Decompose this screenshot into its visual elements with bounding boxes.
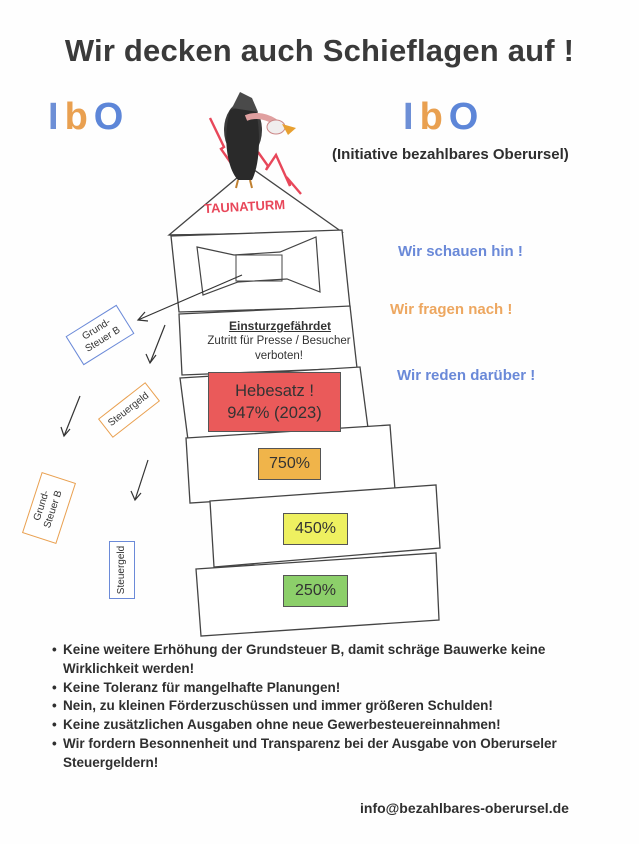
demand-item: Keine zusätzlichen Ausgaben ohne neue Ge… [52,716,612,735]
warning-title: Einsturzgefährdet [228,319,331,333]
headline: Wir decken auch Schieflagen auf ! [64,33,575,68]
contact-email: info@bezahlbares-oberursel.de [360,800,569,816]
demand-item: Keine Toleranz für mangelhafte Planungen… [52,679,612,698]
logo-letter-o: O [93,96,130,138]
slogan-3: Wir reden darüber ! [397,367,536,384]
tax-box-750: 750% [258,448,321,480]
falling-arrows [60,274,243,502]
logo-letter-b: b [64,96,94,138]
logo-letter-b: b [419,96,449,138]
warning-line-1: Zutritt für Presse / Besucher [207,335,351,347]
tax-box-250: 250% [283,575,348,607]
demand-item: Wir fordern Besonnenheit und Transparenz… [52,735,612,773]
logo-ibo-left: IbO [48,96,129,139]
slogan-1: Wir schauen hin ! [398,243,523,260]
warning-text: Zutritt für Presse / Besucher verboten! [176,334,382,364]
tax-box-450: 450% [283,513,348,545]
card-steuergeld-2: Steuergeld [109,541,135,599]
vulture-icon [224,92,296,189]
slogan-2: Wir fragen nach ! [390,301,513,318]
warning-line-2: verboten! [255,350,303,362]
tax-label: Hebesatz ! [235,382,314,400]
tax-value: 947% (2023) [227,404,322,422]
demands-list: Keine weitere Erhöhung der Grundsteuer B… [52,641,612,773]
logo-letter-i: I [48,96,65,138]
demand-item: Nein, zu kleinen Förderzuschüssen und im… [52,697,612,716]
logo-letter-o: O [448,96,485,138]
tower-window [196,236,321,296]
demand-item: Keine weitere Erhöhung der Grundsteuer B… [52,641,612,679]
org-name: (Initiative bezahlbares Oberursel) [332,146,569,163]
logo-ibo-right: IbO [403,96,484,139]
tax-box-947: Hebesatz ! 947% (2023) [208,372,341,432]
lightning-right-icon [257,151,302,195]
logo-letter-i: I [403,96,420,138]
